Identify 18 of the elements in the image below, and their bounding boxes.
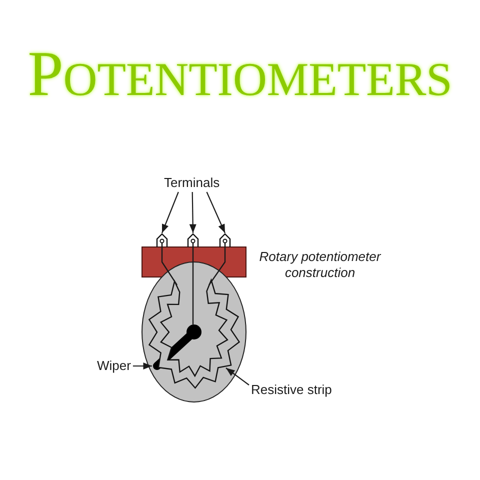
wire xyxy=(161,247,178,286)
leader-arrow xyxy=(161,192,179,234)
page-title: POTENTIOMETERS xyxy=(28,42,452,106)
leader-arrow xyxy=(132,362,152,370)
wiper-arm xyxy=(153,324,202,370)
terminal-lug xyxy=(187,233,199,247)
leader-arrow xyxy=(206,192,226,234)
wire xyxy=(192,247,194,324)
leader-arrow xyxy=(226,368,250,386)
callout-label: Wiper xyxy=(97,358,131,373)
terminal-lug xyxy=(156,233,168,247)
resistive-strip xyxy=(148,278,240,389)
wire xyxy=(208,247,226,286)
callout-label: Terminals xyxy=(164,175,220,190)
terminal-lug xyxy=(219,233,231,247)
leader-arrow xyxy=(189,192,196,233)
figure-caption: Rotary potentiometer construction xyxy=(258,249,382,281)
callout-label: Resistive strip xyxy=(251,382,332,397)
